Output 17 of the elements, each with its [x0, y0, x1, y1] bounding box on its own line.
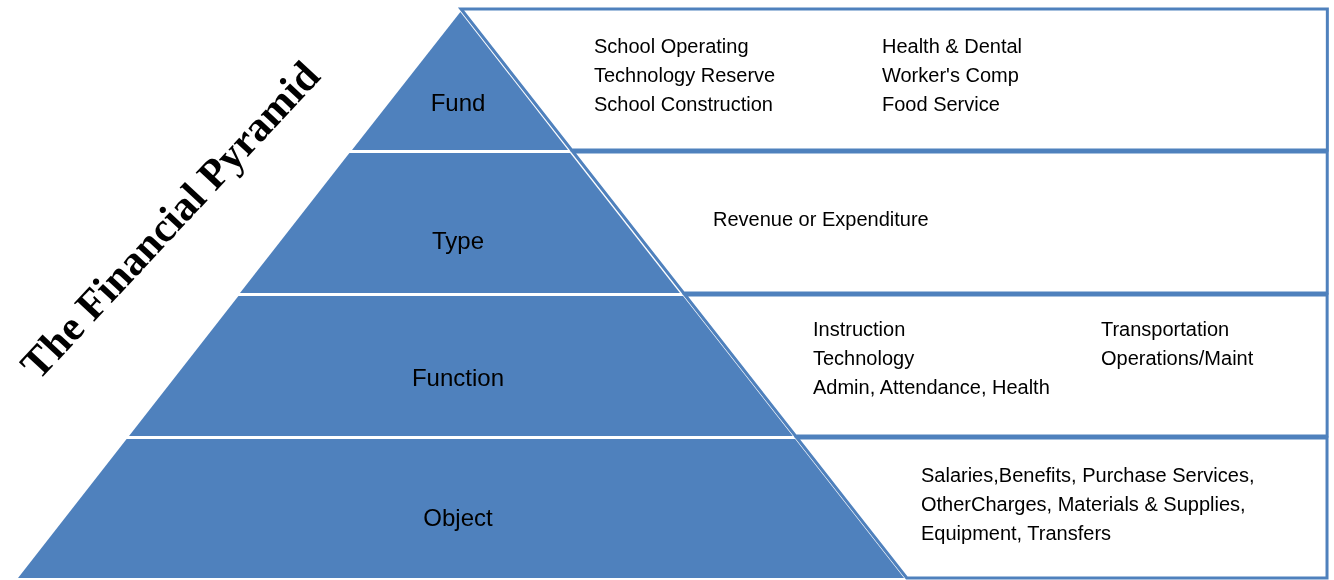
list-item: Admin, Attendance, Health [813, 375, 1050, 399]
list-item: School Construction [594, 92, 773, 116]
tier-label: Function [411, 366, 504, 390]
list-item: Technology [813, 346, 915, 370]
tier-label: Type [431, 229, 484, 253]
tier-label: Fund [430, 91, 486, 115]
list-item: School Operating [594, 34, 749, 58]
list-item: Technology Reserve [594, 63, 776, 87]
tier-label: Object [423, 506, 493, 530]
description-text: Salaries,Benefits, Purchase Services, OtherCharges, Materials & Supplies, Equipment, Transfers [921, 463, 1256, 546]
list-item: Instruction [813, 317, 906, 341]
list-item: Revenue or Expenditure [713, 207, 929, 231]
list-item: Transportation [1101, 317, 1230, 341]
list-item: Operations/Maint [1101, 346, 1254, 370]
list-item: Food Service [882, 92, 1000, 116]
list-item: Worker's Comp [882, 63, 1019, 87]
list-item: Health & Dental [882, 34, 1023, 58]
